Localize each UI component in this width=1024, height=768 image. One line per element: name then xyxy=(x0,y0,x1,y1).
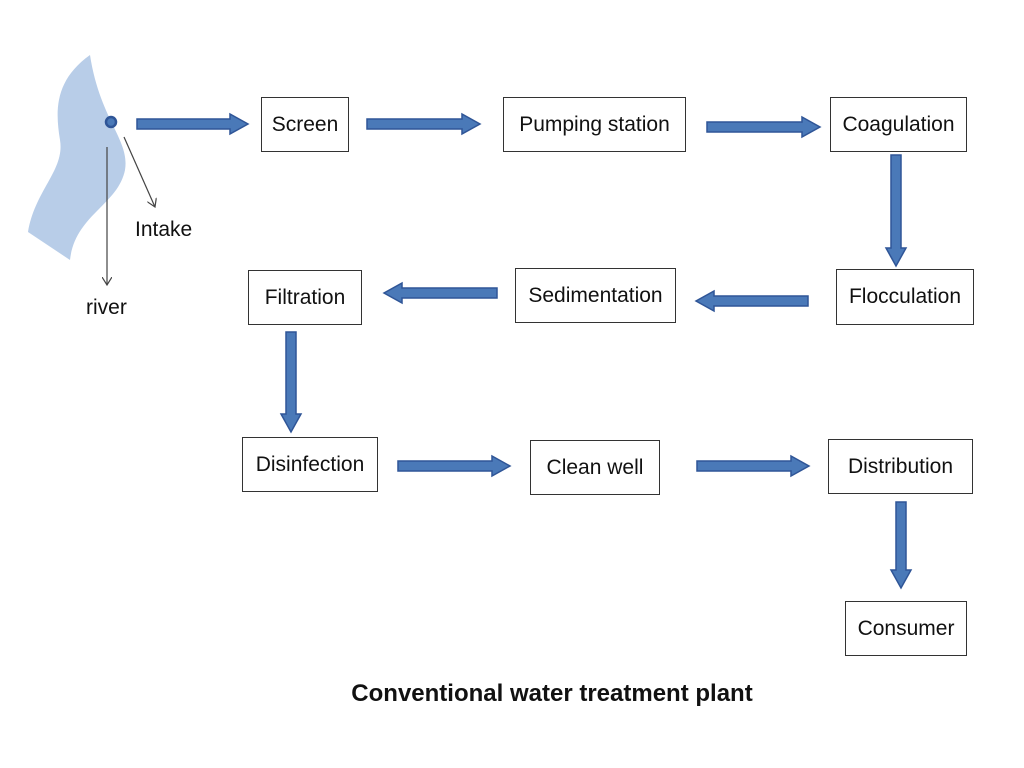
arrow-flocculation-to-sedimentation xyxy=(694,289,809,313)
arrow-sedimentation-to-filtration xyxy=(382,281,498,305)
flow-arrows xyxy=(136,112,913,590)
arrow-intake-to-screen xyxy=(136,112,250,136)
step-coagulation: Coagulation xyxy=(830,97,967,152)
arrow-disinfection-to-cleanwell xyxy=(397,454,512,478)
step-disinfection: Disinfection xyxy=(242,437,378,492)
arrow-distribution-to-consumer xyxy=(889,501,913,590)
step-flocculation: Flocculation xyxy=(836,269,974,325)
diagram-caption: Conventional water treatment plant xyxy=(351,680,753,707)
intake-label: Intake xyxy=(135,218,193,241)
step-clean-well: Clean well xyxy=(530,440,660,495)
arrow-coagulation-to-flocculation xyxy=(884,154,908,268)
arrow-screen-to-pumping xyxy=(366,112,482,136)
step-consumer: Consumer xyxy=(845,601,967,656)
arrow-pumping-to-coagulation xyxy=(706,115,822,139)
river-shape xyxy=(28,55,126,260)
step-distribution: Distribution xyxy=(828,439,973,494)
step-pumping-station: Pumping station xyxy=(503,97,686,152)
river-label: river xyxy=(86,296,127,319)
step-filtration: Filtration xyxy=(248,270,362,325)
arrow-cleanwell-to-distribution xyxy=(696,454,811,478)
arrow-filtration-to-disinfection xyxy=(279,331,303,434)
intake-pointer-line xyxy=(123,136,155,207)
step-sedimentation: Sedimentation xyxy=(515,268,676,323)
intake-point-icon xyxy=(104,115,118,129)
step-screen: Screen xyxy=(261,97,349,152)
